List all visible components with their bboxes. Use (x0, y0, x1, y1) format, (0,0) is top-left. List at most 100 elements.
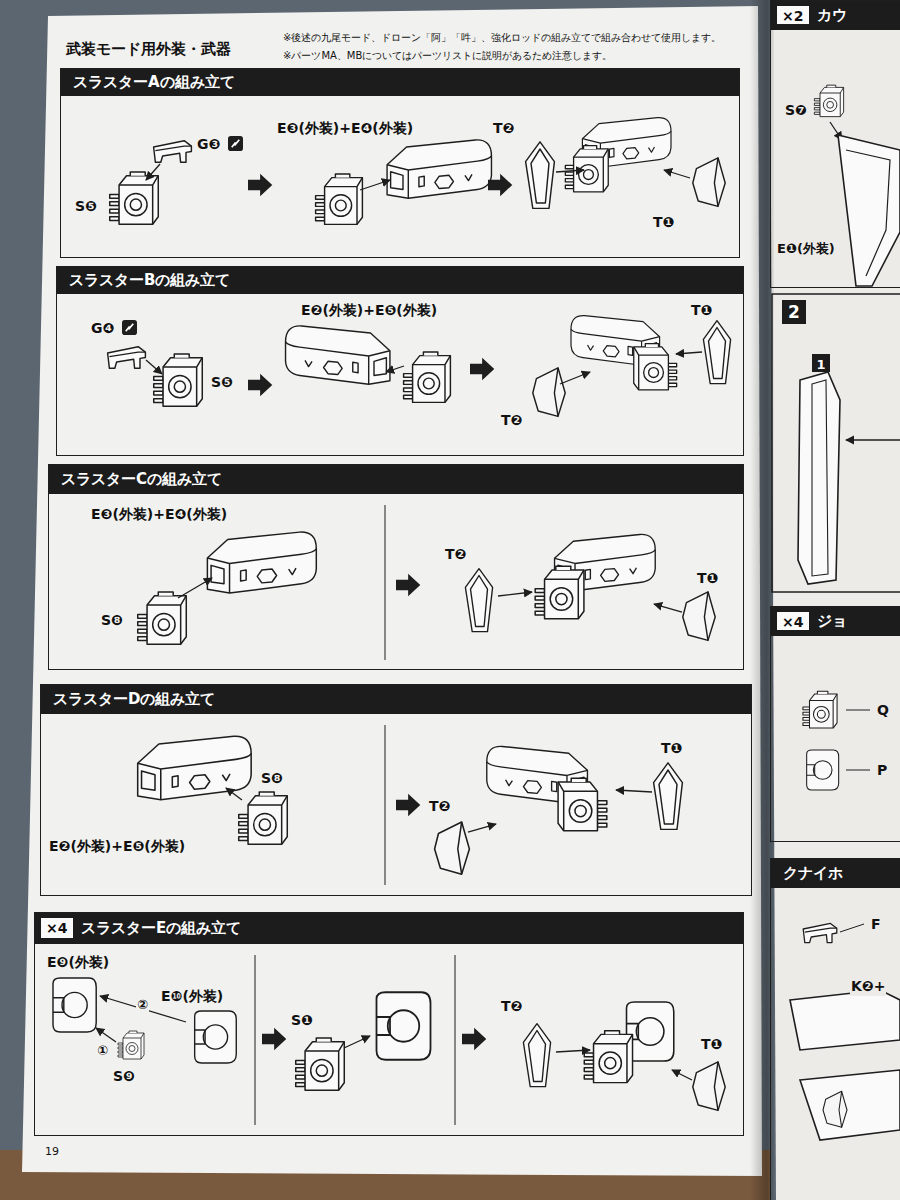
part-label: S❶ (290, 1012, 314, 1030)
label-anchor: T❷ (444, 544, 467, 564)
part-label: E❷(外装)+E❺(外装) (48, 838, 186, 856)
note-text: ※パーツMA、MBについてはパーツリストに説明があるため注意します。 (282, 50, 613, 63)
assembly-arrow (846, 439, 900, 440)
page-title: 武装モード用外装・武器 (66, 40, 231, 59)
part-label: E❿(外装) (160, 988, 224, 1006)
label-anchor: 19 (44, 1140, 60, 1159)
part-label: T❶ (696, 570, 719, 588)
part-label: E❸(外装)+E❹(外装) (276, 120, 414, 138)
label-anchor: S❾ (112, 1066, 136, 1086)
part-label: P (876, 762, 888, 780)
label-anchor: ※後述の九尾モード、ドローン「阿」「吽」、強化ロッドの組み立てで組み合わせて使用… (282, 26, 722, 45)
section-panel: ×4ジョ (770, 606, 900, 842)
step-number: 2 (785, 300, 803, 324)
label-anchor: E❸(外装)+E❹(外装) (90, 504, 228, 524)
title-anchor: 武装モード用外装・武器 (66, 40, 231, 59)
count-tag: ×2 (777, 6, 809, 24)
step-panel (772, 294, 900, 592)
part-label: G❹ (90, 320, 115, 338)
part-label: E❶(外装) (776, 241, 836, 257)
part-label: T❷ (428, 798, 451, 816)
label-anchor: T❷ (500, 996, 523, 1016)
section-panel: スラスターDの組み立て (40, 684, 752, 896)
section-heading: スラスターEの組み立て (35, 913, 743, 943)
section-heading: スラスターDの組み立て (41, 685, 751, 713)
count-label: ×2 (777, 7, 808, 25)
step-number-box: 1 (812, 354, 830, 372)
label-anchor: S❽ (260, 768, 284, 788)
part-label: E❾(外装) (46, 954, 110, 972)
part-label: T❶ (700, 1036, 723, 1054)
label-anchor: S❼ (784, 100, 808, 120)
section-panel: スラスターCの組み立て (48, 464, 744, 670)
label-anchor: S❺ (210, 372, 234, 392)
part-label: G❸ (196, 136, 221, 154)
rod-part (798, 372, 840, 584)
section-heading: スラスターAの組み立て (61, 69, 739, 95)
part-label: S❼ (784, 102, 808, 120)
part-label: S❺ (74, 198, 98, 216)
part-label: ② (136, 997, 149, 1013)
part-label: K❷+ (850, 978, 886, 996)
part-label: T❷ (492, 120, 515, 138)
part-label: T❷ (500, 998, 523, 1016)
label-anchor: E❿(外装) (160, 986, 224, 1006)
label-anchor: E❾(外装) (46, 952, 110, 972)
label-anchor: T❶ (660, 738, 683, 758)
part-label: T❷ (500, 412, 523, 430)
label-anchor: T❷ (500, 410, 523, 430)
label-anchor: S❶ (290, 1010, 314, 1030)
label-anchor: K❷+ (850, 976, 886, 996)
section-heading: スラスターBの組み立て (57, 267, 743, 293)
section-panel: スラスターAの組み立て (60, 68, 740, 258)
part-label: T❶ (660, 740, 683, 758)
label-anchor: T❷ (492, 118, 515, 138)
label-anchor: P (876, 760, 888, 780)
part-label: E❷(外装)+E❺(外装) (300, 302, 438, 320)
count-tag: ×4 (777, 612, 809, 630)
section-panel: クナイホ (770, 858, 900, 1200)
count-label: ×4 (777, 613, 808, 631)
label-anchor: T❶ (652, 212, 675, 232)
part-label: S❾ (112, 1068, 136, 1086)
page-number: 19 (44, 1145, 60, 1159)
step-number: 1 (813, 356, 828, 374)
label-anchor: T❷ (428, 796, 451, 816)
part-label: S❽ (260, 770, 284, 788)
label-anchor: T❶ (690, 300, 713, 320)
part-label: E❸(外装)+E❹(外装) (90, 506, 228, 524)
label-anchor: S❽ (100, 610, 124, 630)
label-anchor: Q (876, 700, 890, 720)
note-text: ※後述の九尾モード、ドローン「阿」「吽」、強化ロッドの組み立てで組み合わせて使用… (282, 32, 722, 45)
label-anchor: G❸ (196, 134, 221, 154)
part-label: Q (876, 702, 890, 720)
rod-detail (812, 380, 828, 576)
section-heading: スラスターCの組み立て (49, 465, 743, 493)
section-panel: ×4スラスターEの組み立て (34, 912, 744, 1136)
label-anchor: F (870, 914, 882, 934)
count-tag: ×4 (41, 918, 73, 938)
label-anchor: ① (96, 1040, 109, 1059)
count-label: ×4 (41, 918, 72, 938)
part-label: F (870, 916, 882, 934)
label-anchor: ※パーツMA、MBについてはパーツリストに説明があるため注意します。 (282, 44, 613, 63)
label-anchor: E❷(外装)+E❺(外装) (48, 836, 186, 856)
label-anchor: G❹ (90, 318, 115, 338)
part-label: S❺ (210, 374, 234, 392)
label-anchor: T❶ (696, 568, 719, 588)
label-anchor: E❷(外装)+E❺(外装) (300, 300, 438, 320)
label-anchor: E❸(外装)+E❹(外装) (276, 118, 414, 138)
label-anchor: ② (136, 994, 149, 1013)
part-label: T❶ (652, 214, 675, 232)
label-anchor: S❺ (74, 196, 98, 216)
section-heading: クナイホ (771, 859, 900, 887)
part-label: S❽ (100, 612, 124, 630)
step-number-box: 2 (782, 300, 806, 324)
part-label: ① (96, 1043, 109, 1059)
left-page (22, 6, 762, 1176)
label-anchor: T❶ (700, 1034, 723, 1054)
part-label: T❶ (690, 302, 713, 320)
part-label: T❷ (444, 546, 467, 564)
